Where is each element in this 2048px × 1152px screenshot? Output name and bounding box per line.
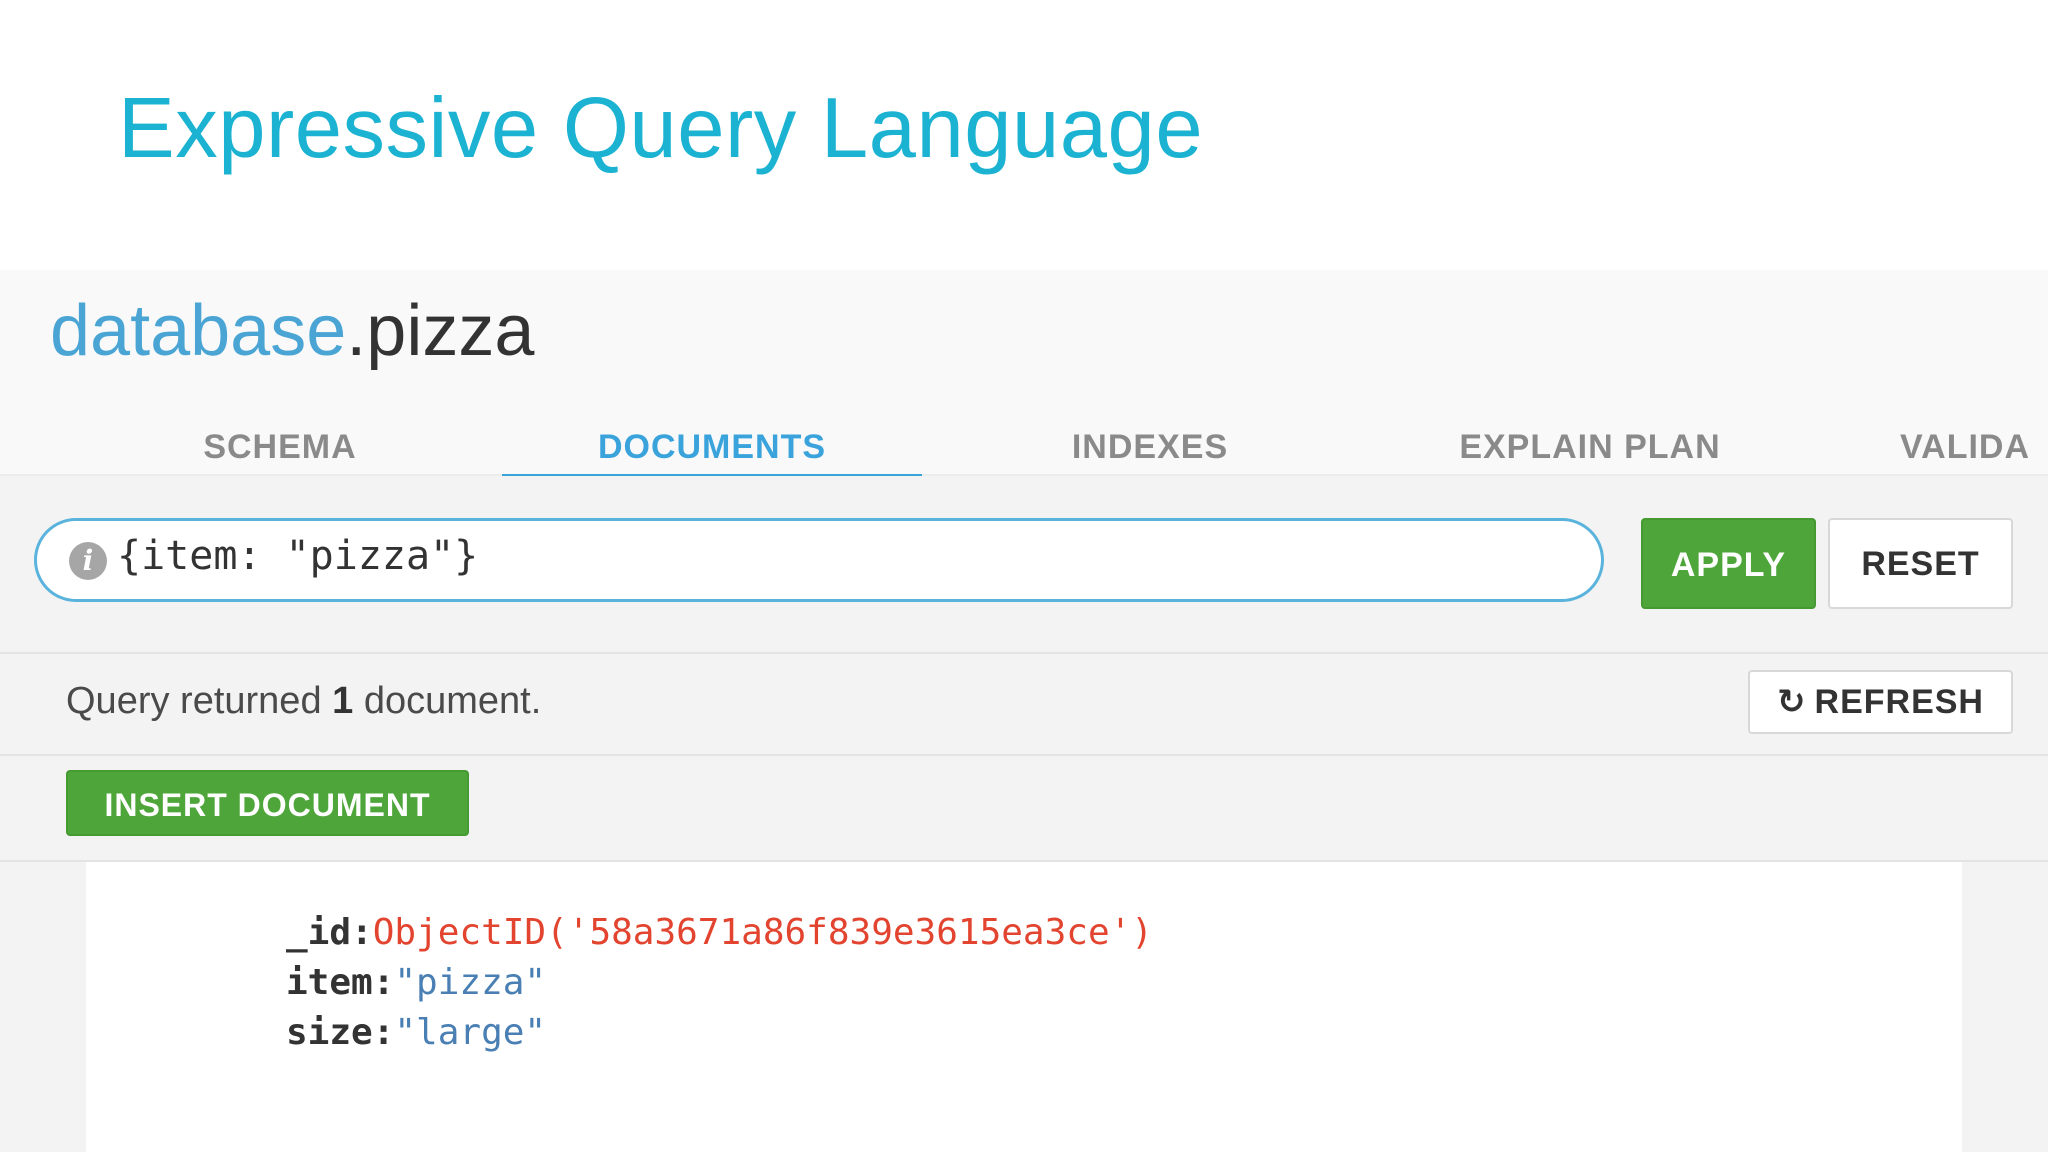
namespace-title: database.pizza xyxy=(50,290,534,372)
query-filter-input[interactable]: i {item: "pizza"} xyxy=(34,518,1604,602)
insert-bar: INSERT DOCUMENT xyxy=(0,756,2048,862)
document-field: item:"pizza" xyxy=(286,962,546,1003)
tab-validation[interactable]: VALIDA xyxy=(1900,428,2031,466)
reset-button[interactable]: RESET xyxy=(1828,518,2013,609)
compass-screenshot: database.pizza SCHEMA DOCUMENTS INDEXES … xyxy=(0,270,2048,1152)
refresh-icon: ↻ xyxy=(1777,682,1807,722)
slide-title: Expressive Query Language xyxy=(118,81,1204,176)
document-list: _id:ObjectID('58a3671a86f839e3615ea3ce')… xyxy=(0,862,2048,1152)
tab-schema[interactable]: SCHEMA xyxy=(203,428,357,466)
field-key: _id: xyxy=(286,912,373,953)
info-icon[interactable]: i xyxy=(69,542,107,580)
refresh-label: REFRESH xyxy=(1814,683,1984,721)
query-filter-text[interactable]: {item: "pizza"} xyxy=(117,533,479,579)
result-count: 1 xyxy=(332,680,354,722)
namespace-collection: pizza xyxy=(366,291,535,371)
apply-button[interactable]: APPLY xyxy=(1641,518,1816,609)
document-field: _id:ObjectID('58a3671a86f839e3615ea3ce') xyxy=(286,912,1153,953)
collection-tabs: SCHEMA DOCUMENTS INDEXES EXPLAIN PLAN VA… xyxy=(0,400,2048,484)
tab-indexes[interactable]: INDEXES xyxy=(1071,428,1229,466)
namespace-separator: . xyxy=(346,291,367,371)
tab-explain-plan[interactable]: EXPLAIN PLAN xyxy=(1459,428,1721,466)
namespace-database[interactable]: database xyxy=(50,291,347,371)
insert-document-button[interactable]: INSERT DOCUMENT xyxy=(66,770,469,836)
document-field: size:"large" xyxy=(286,1012,546,1053)
field-value-objectid[interactable]: ObjectID('58a3671a86f839e3615ea3ce') xyxy=(372,912,1153,953)
field-key: item: xyxy=(286,962,395,1003)
query-result-summary: Query returned 1 document. xyxy=(66,680,541,723)
status-suffix: document. xyxy=(353,680,542,722)
document-card[interactable]: _id:ObjectID('58a3671a86f839e3615ea3ce')… xyxy=(86,862,1962,1152)
field-value-string[interactable]: "large" xyxy=(394,1012,547,1053)
tab-documents[interactable]: DOCUMENTS xyxy=(502,400,922,484)
field-value-string[interactable]: "pizza" xyxy=(394,962,547,1003)
status-prefix: Query returned xyxy=(66,680,333,722)
query-status-bar: Query returned 1 document. ↻REFRESH xyxy=(0,654,2048,756)
query-toolbar: i {item: "pizza"} APPLY RESET xyxy=(0,476,2048,654)
field-key: size: xyxy=(286,1012,395,1053)
refresh-button[interactable]: ↻REFRESH xyxy=(1748,670,2013,734)
